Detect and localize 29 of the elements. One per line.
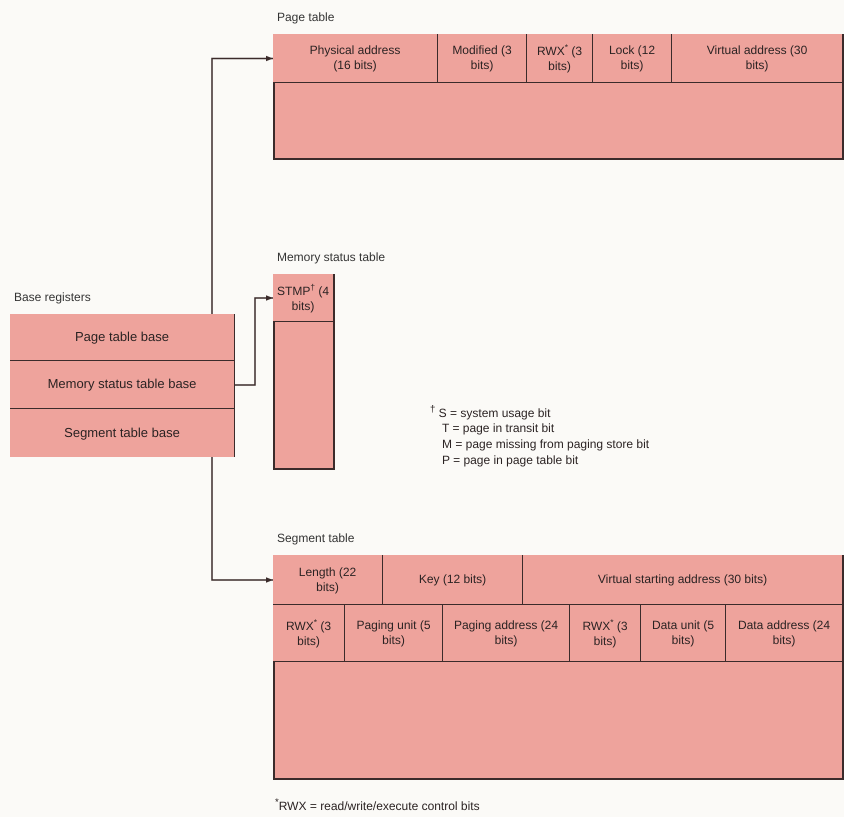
field-cell: Data unit (5 bits) [641, 605, 726, 662]
field-cell: Segment table base [10, 409, 235, 457]
field-cell: RWX$^{*}$ (3 bits) [527, 34, 593, 83]
field-cell: STMP$^{†}$ (4 bits) [273, 274, 333, 322]
table-title: Segment table [277, 531, 354, 545]
arrow [211, 56, 273, 314]
footnote: $^{†}$ S = system usage bit [430, 404, 550, 420]
field-cell: Memory status table base [10, 361, 235, 409]
field-cell: Paging unit (5 bits) [345, 605, 443, 662]
table-title: Base registers [14, 290, 91, 304]
field-cell: Length (22 bits) [273, 555, 383, 605]
field-cell: Paging address (24 bits) [443, 605, 570, 662]
footnote: $^{*}$RWX = read/write/execute control bits [275, 797, 480, 813]
field-cell: Lock (12 bits) [593, 34, 672, 83]
footnote: T = page in transit bit [442, 421, 554, 435]
table-title: Page table [277, 10, 334, 24]
footnote: M = page missing from paging store bit [442, 437, 650, 451]
arrow [235, 295, 273, 386]
field-cell: RWX$^{*}$ (3 bits) [570, 605, 641, 662]
table-title: Memory status table [277, 250, 386, 264]
field-cell: Virtual address (30 bits) [672, 34, 842, 83]
field-cell: Modified (3 bits) [438, 34, 527, 83]
arrow [211, 457, 273, 583]
field-cell: Key (12 bits) [383, 555, 523, 605]
field-cell: Virtual starting address (30 bits) [523, 555, 842, 605]
field-cell: RWX$^{*}$ (3 bits) [273, 605, 345, 662]
field-cell: Physical address (16 bits) [273, 34, 438, 83]
field-cell: Page table base [10, 314, 235, 361]
footnote: P = page in page table bit [442, 453, 578, 467]
